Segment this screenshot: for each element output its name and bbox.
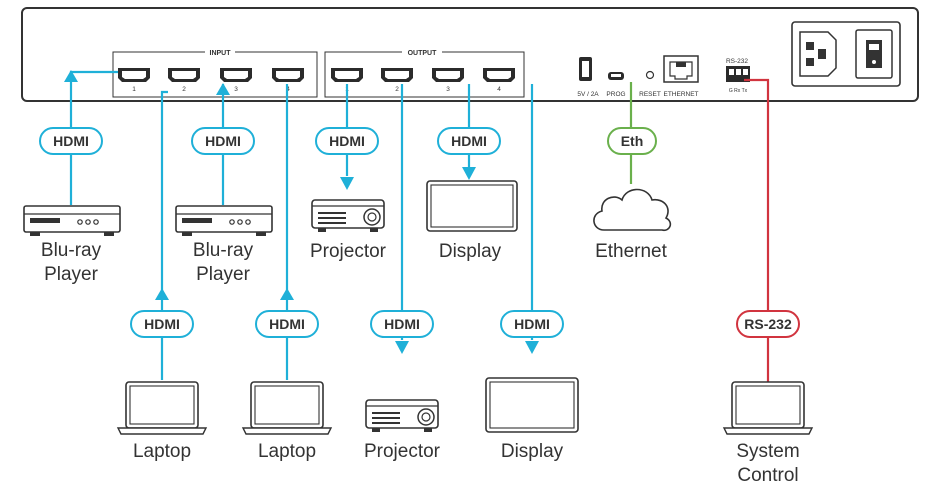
output-port-number: 3 <box>446 86 450 93</box>
cable-label-pill: HDMI <box>255 310 319 338</box>
rs232-terminal-block[interactable]: RS-232 G Rx Tx <box>726 58 750 94</box>
laptop-label: Laptop <box>133 441 191 462</box>
projector-icon <box>365 399 439 432</box>
cable-label-pill: HDMI <box>39 127 103 155</box>
bluray-player-2: Blu-ray Player <box>175 205 273 285</box>
cable-label-hdmi: HDMI <box>205 133 241 149</box>
cable-label-pill: HDMI <box>370 310 434 338</box>
rs232-cable <box>744 78 770 386</box>
input-port-number: 4 <box>286 86 290 93</box>
display-icon <box>426 180 518 232</box>
cable-label-hdmi: HDMI <box>384 316 420 332</box>
cable-label-pill: HDMI <box>130 310 194 338</box>
display-label: Display <box>501 441 564 462</box>
reset-button[interactable]: RESET <box>639 70 661 99</box>
cable-label-hdmi: HDMI <box>53 133 89 149</box>
cable-label-hdmi: HDMI <box>144 316 180 332</box>
input-port-number: 2 <box>182 86 186 93</box>
usb-power-port[interactable]: 5V / 2A <box>577 57 599 98</box>
input-port-number: 3 <box>234 86 238 93</box>
rs232-pins-label: G Rx Tx <box>729 88 748 94</box>
display-1: Display <box>426 180 518 262</box>
cable-label-eth: Eth <box>621 133 644 149</box>
cable-label-hdmi: HDMI <box>269 316 305 332</box>
display-icon <box>485 377 579 433</box>
input-port-number: 1 <box>132 86 136 93</box>
input-3-hdmi-port[interactable] <box>220 68 252 82</box>
ethernet-label: Ethernet <box>595 241 668 262</box>
cable-label-pill: HDMI <box>191 127 255 155</box>
output-3-hdmi-port[interactable] <box>432 68 464 82</box>
laptop-label: Laptop <box>258 441 316 462</box>
projector-1: Projector <box>310 199 387 262</box>
laptop-icon <box>722 381 814 435</box>
ethernet-port-label: ETHERNET <box>663 91 698 98</box>
power-inlet-and-switch <box>791 21 901 87</box>
laptop-1: Laptop <box>116 381 208 462</box>
cable-label-hdmi: HDMI <box>451 133 487 149</box>
display-label: Display <box>439 241 502 262</box>
laptop-icon <box>116 381 208 435</box>
cable-label-pill: HDMI <box>315 127 379 155</box>
laptop-2: Laptop <box>241 381 333 462</box>
input-2-hdmi-port[interactable] <box>168 68 200 82</box>
reset-label: RESET <box>639 91 661 98</box>
cloud-icon <box>593 188 672 232</box>
bluray-player-icon <box>175 205 273 236</box>
cable-label-pill: HDMI <box>500 310 564 338</box>
cable-input2 <box>160 90 168 380</box>
bluray-player-icon <box>23 205 121 236</box>
cable-label-hdmi: HDMI <box>329 133 365 149</box>
bluray-player-label-line1: Blu-ray <box>193 240 254 261</box>
output-1-hdmi-port[interactable] <box>331 68 363 82</box>
bluray-player-label-line2: Player <box>196 264 251 285</box>
output-port-number: 2 <box>395 86 399 93</box>
matrix-switcher-rear-panel: INPUT 1 2 3 4 OUTPUT 1 2 3 4 <box>21 7 919 102</box>
system-control-label-line2: Control <box>737 465 798 486</box>
display-2: Display <box>485 377 579 462</box>
prog-micro-usb-port[interactable]: PROG <box>606 72 626 98</box>
input-port-group: INPUT 1 2 3 4 <box>112 50 318 98</box>
input-group-label: INPUT <box>210 50 232 57</box>
output-group-label: OUTPUT <box>408 50 438 57</box>
laptop-icon <box>241 381 333 435</box>
projector-label: Projector <box>310 241 387 262</box>
ethernet-network: Ethernet <box>593 188 672 262</box>
projector-icon <box>311 199 385 232</box>
bluray-player-label-line2: Player <box>44 264 99 285</box>
cable-label-pill: RS-232 <box>736 310 800 338</box>
usb-port-label: 5V / 2A <box>577 91 599 98</box>
bluray-player-label-line1: Blu-ray <box>41 240 102 261</box>
system-control: System Control <box>722 381 814 486</box>
projector-label: Projector <box>364 441 441 462</box>
output-4-hdmi-port[interactable] <box>483 68 515 82</box>
cable-label-pill: Eth <box>607 127 657 155</box>
cable-label-hdmi: HDMI <box>514 316 550 332</box>
input-1-hdmi-port[interactable] <box>118 68 150 82</box>
hdmi-cables <box>64 70 539 380</box>
output-2-hdmi-port[interactable] <box>381 68 413 82</box>
projector-2: Projector <box>364 399 441 462</box>
rs232-port-label: RS-232 <box>726 58 748 65</box>
cable-label-rs232: RS-232 <box>744 316 792 332</box>
input-4-hdmi-port[interactable] <box>272 68 304 82</box>
ethernet-port[interactable]: ETHERNET <box>663 55 699 98</box>
bluray-player-1: Blu-ray Player <box>23 205 121 285</box>
cable-label-pill: HDMI <box>437 127 501 155</box>
output-port-number: 4 <box>497 86 501 93</box>
prog-port-label: PROG <box>606 91 625 98</box>
system-control-label-line1: System <box>736 441 799 462</box>
